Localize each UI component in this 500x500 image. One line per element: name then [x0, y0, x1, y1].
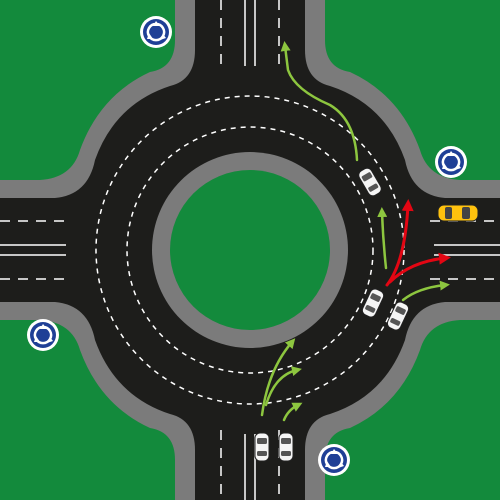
allowed-path-east-exit [401, 280, 450, 302]
allowed-path-north-exit [280, 41, 359, 162]
ring-lane-markings [95, 95, 405, 405]
allowed-path-south-left-2 [264, 366, 302, 407]
roundabout-sign-icon [316, 442, 352, 478]
forbidden-paths [385, 199, 451, 287]
white-car [254, 432, 270, 462]
allowed-path-inner-ring [377, 207, 388, 270]
allowed-paths [260, 41, 450, 422]
white-car [278, 432, 294, 462]
roundabout-sign-icon [433, 144, 469, 180]
forbidden-path-exit [388, 252, 451, 284]
allowed-path-south-right [282, 402, 303, 422]
roundabout-sign-icon [138, 14, 174, 50]
yellow-car [437, 204, 479, 222]
roundabout-sign-icon [25, 317, 61, 353]
central-island [170, 170, 330, 330]
allowed-path-south-left-1 [260, 338, 296, 417]
